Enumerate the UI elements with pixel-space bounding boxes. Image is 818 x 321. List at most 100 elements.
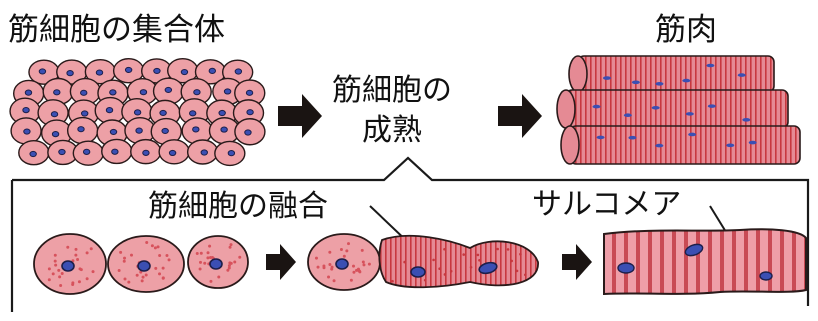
cell-dot	[333, 279, 336, 282]
cell-dot	[444, 273, 447, 276]
cell-nucleus	[209, 68, 215, 73]
cell-aggregate	[10, 59, 265, 166]
cell-nucleus	[201, 150, 207, 155]
fiber-nucleus	[708, 104, 716, 108]
cell-nucleus	[169, 150, 175, 155]
cell-dot	[54, 260, 57, 263]
cell-dot	[162, 267, 165, 270]
cell-nucleus	[83, 149, 89, 154]
cell-dot	[350, 279, 353, 282]
cell-dot	[119, 251, 122, 254]
cell-dot	[478, 259, 481, 262]
cell-nucleus	[210, 259, 222, 269]
fiber-nucleus	[726, 144, 734, 148]
cell-dot	[162, 276, 165, 279]
cell-dot	[391, 280, 394, 283]
fiber-nucleus	[618, 263, 634, 273]
cell-dot	[368, 263, 371, 266]
cell-dot	[66, 246, 69, 249]
cell-nucleus	[106, 108, 112, 113]
cell-nucleus	[247, 110, 253, 115]
cell-dot	[123, 260, 126, 263]
label-maturation-line1: 筋細胞の	[332, 73, 452, 108]
cell-nucleus	[67, 71, 73, 76]
fiber-nucleus	[706, 64, 714, 68]
cell-dot	[496, 248, 499, 251]
cell-dot	[228, 261, 231, 264]
cell-dot	[209, 280, 212, 283]
cell-nucleus	[39, 69, 45, 74]
cell-dot	[130, 254, 133, 257]
cell-dot	[48, 278, 51, 281]
cell-nucleus	[112, 149, 118, 154]
cell-dot	[233, 261, 236, 264]
cell-dot	[206, 256, 209, 259]
cell-nucleus	[138, 261, 150, 271]
separate-muscle-cells	[34, 234, 248, 294]
cell-dot	[200, 252, 203, 255]
cell-dot	[340, 248, 343, 251]
cell-nucleus	[62, 261, 74, 271]
cell-dot	[327, 276, 330, 279]
cell-dot	[123, 277, 126, 280]
cell-dot	[217, 276, 220, 279]
fiber-nucleus	[603, 76, 611, 80]
cell-dot	[207, 251, 210, 254]
right-arrow-icon	[498, 94, 542, 138]
label-fusion: 筋細胞の融合	[148, 189, 328, 224]
fiber-nucleus	[624, 113, 632, 117]
cell-dot	[403, 261, 406, 264]
cell-nucleus	[134, 110, 140, 115]
cell-dot	[76, 258, 79, 261]
cell-dot	[230, 243, 233, 246]
cell-nucleus	[224, 89, 230, 94]
cell-nucleus	[193, 127, 199, 132]
cell-dot	[330, 268, 333, 271]
cell-nucleus	[78, 127, 84, 132]
label-cell-aggregate: 筋細胞の集合体	[8, 12, 225, 48]
fiber-nucleus	[597, 136, 605, 140]
cell-nucleus	[235, 69, 241, 74]
cell-nucleus	[59, 149, 65, 154]
cell-dot	[158, 254, 161, 257]
cell-dot	[352, 271, 355, 274]
cell-nucleus	[143, 150, 149, 155]
fiber-nucleus	[632, 80, 640, 84]
fiber-end	[561, 126, 579, 164]
cell-dot	[165, 254, 168, 257]
fiber-end	[557, 90, 575, 128]
cell-nucleus	[411, 267, 425, 277]
cell-dot	[450, 270, 453, 273]
cell-dot	[90, 247, 93, 250]
cell-nucleus	[246, 90, 252, 95]
cell-dot	[516, 270, 519, 273]
cell-dot	[328, 251, 331, 254]
cell-nucleus	[25, 90, 31, 95]
cell-dot	[315, 257, 318, 260]
cell-nucleus	[154, 68, 160, 73]
fiber-nucleus	[742, 118, 750, 122]
cell-nucleus	[110, 90, 116, 95]
cell-nucleus	[96, 70, 102, 75]
right-arrow-icon	[562, 244, 592, 280]
cell-nucleus	[245, 130, 251, 135]
cell-dot	[141, 279, 144, 282]
cell-dot	[362, 261, 365, 264]
cell-nucleus	[194, 90, 200, 95]
cell-dot	[343, 255, 346, 258]
cell-dot	[209, 256, 212, 259]
cell-nucleus	[165, 87, 171, 92]
cell-dot	[226, 269, 229, 272]
fiber-nucleus	[749, 141, 757, 145]
cell-dot	[78, 280, 81, 283]
cell-dot	[151, 244, 154, 247]
right-arrow-icon	[278, 94, 322, 138]
muscle-bundle	[557, 56, 800, 164]
cell-dot	[48, 267, 51, 270]
cell-nucleus	[125, 67, 131, 72]
cell-dot	[228, 264, 231, 267]
cell-dot	[80, 268, 83, 271]
cell-dot	[443, 248, 446, 251]
cell-dot	[136, 274, 139, 277]
